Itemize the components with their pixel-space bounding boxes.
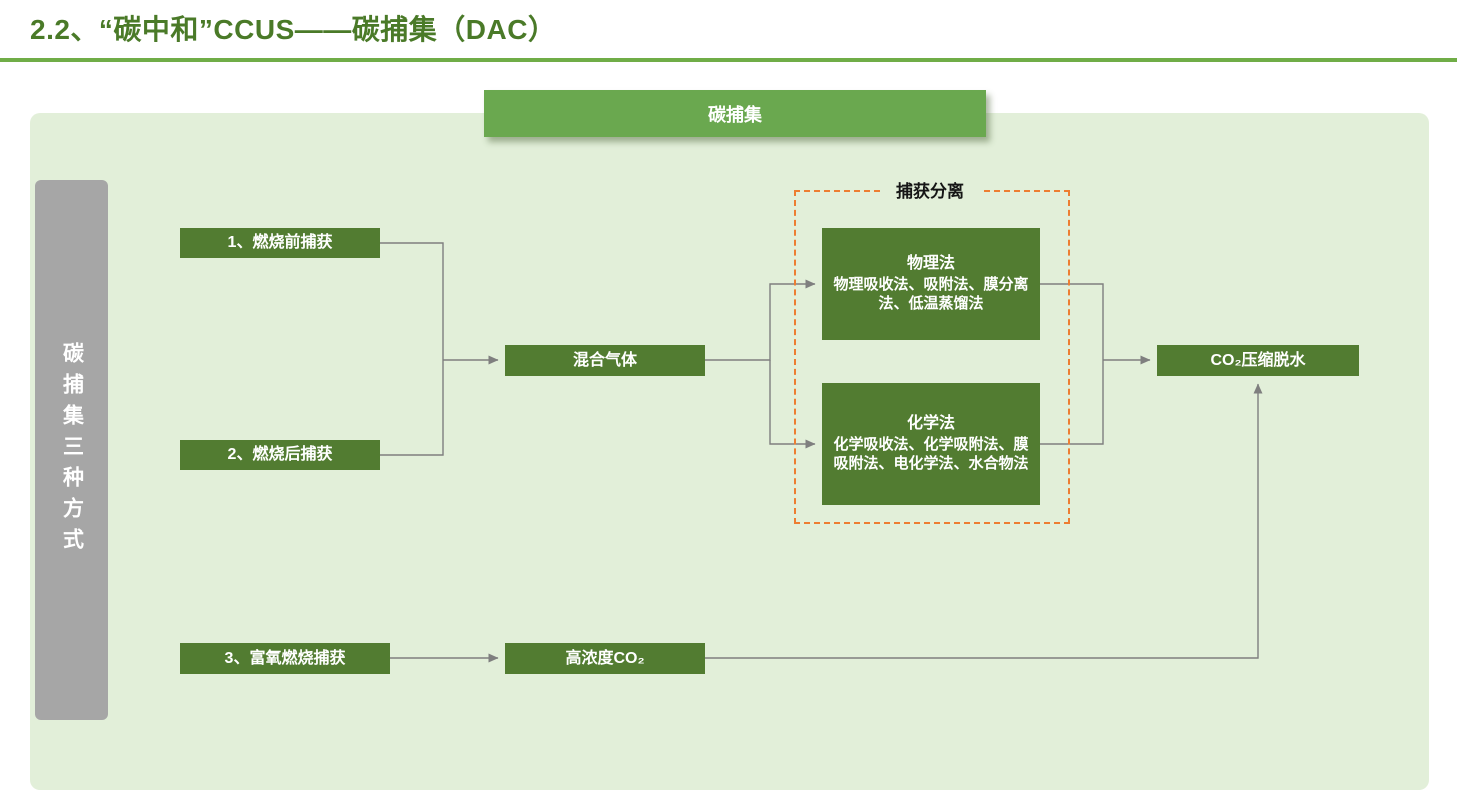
node-physical-methods: 物理吸收法、吸附法、膜分离法、低温蒸馏法 [833,276,1029,312]
node-physical-method: 物理法 物理吸收法、吸附法、膜分离法、低温蒸馏法 [822,228,1040,340]
node-co2-compress: CO₂压缩脱水 [1157,345,1359,376]
node-chemical-title: 化学法 [906,415,955,433]
node-oxyfuel-combustion: 3、富氧燃烧捕获 [180,643,390,674]
banner-carbon-capture: 碳捕集 [484,90,986,137]
node-chemical-methods: 化学吸收法、化学吸附法、膜吸附法、电化学法、水合物法 [833,436,1029,472]
node-high-purity-co2: 高浓度CO₂ [505,643,705,674]
node-physical-title: 物理法 [906,255,955,273]
node-pre-combustion: 1、燃烧前捕获 [180,228,380,258]
title-underline [0,58,1457,62]
separation-label: 捕获分离 [880,177,980,202]
node-chemical-method: 化学法 化学吸收法、化学吸附法、膜吸附法、电化学法、水合物法 [822,383,1040,505]
page-title: 2.2、“碳中和”CCUS——碳捕集（DAC） [30,14,557,45]
sidebar-three-methods: 碳捕集三种方式 [35,180,108,720]
node-mixed-gas: 混合气体 [505,345,705,376]
node-post-combustion: 2、燃烧后捕获 [180,440,380,470]
